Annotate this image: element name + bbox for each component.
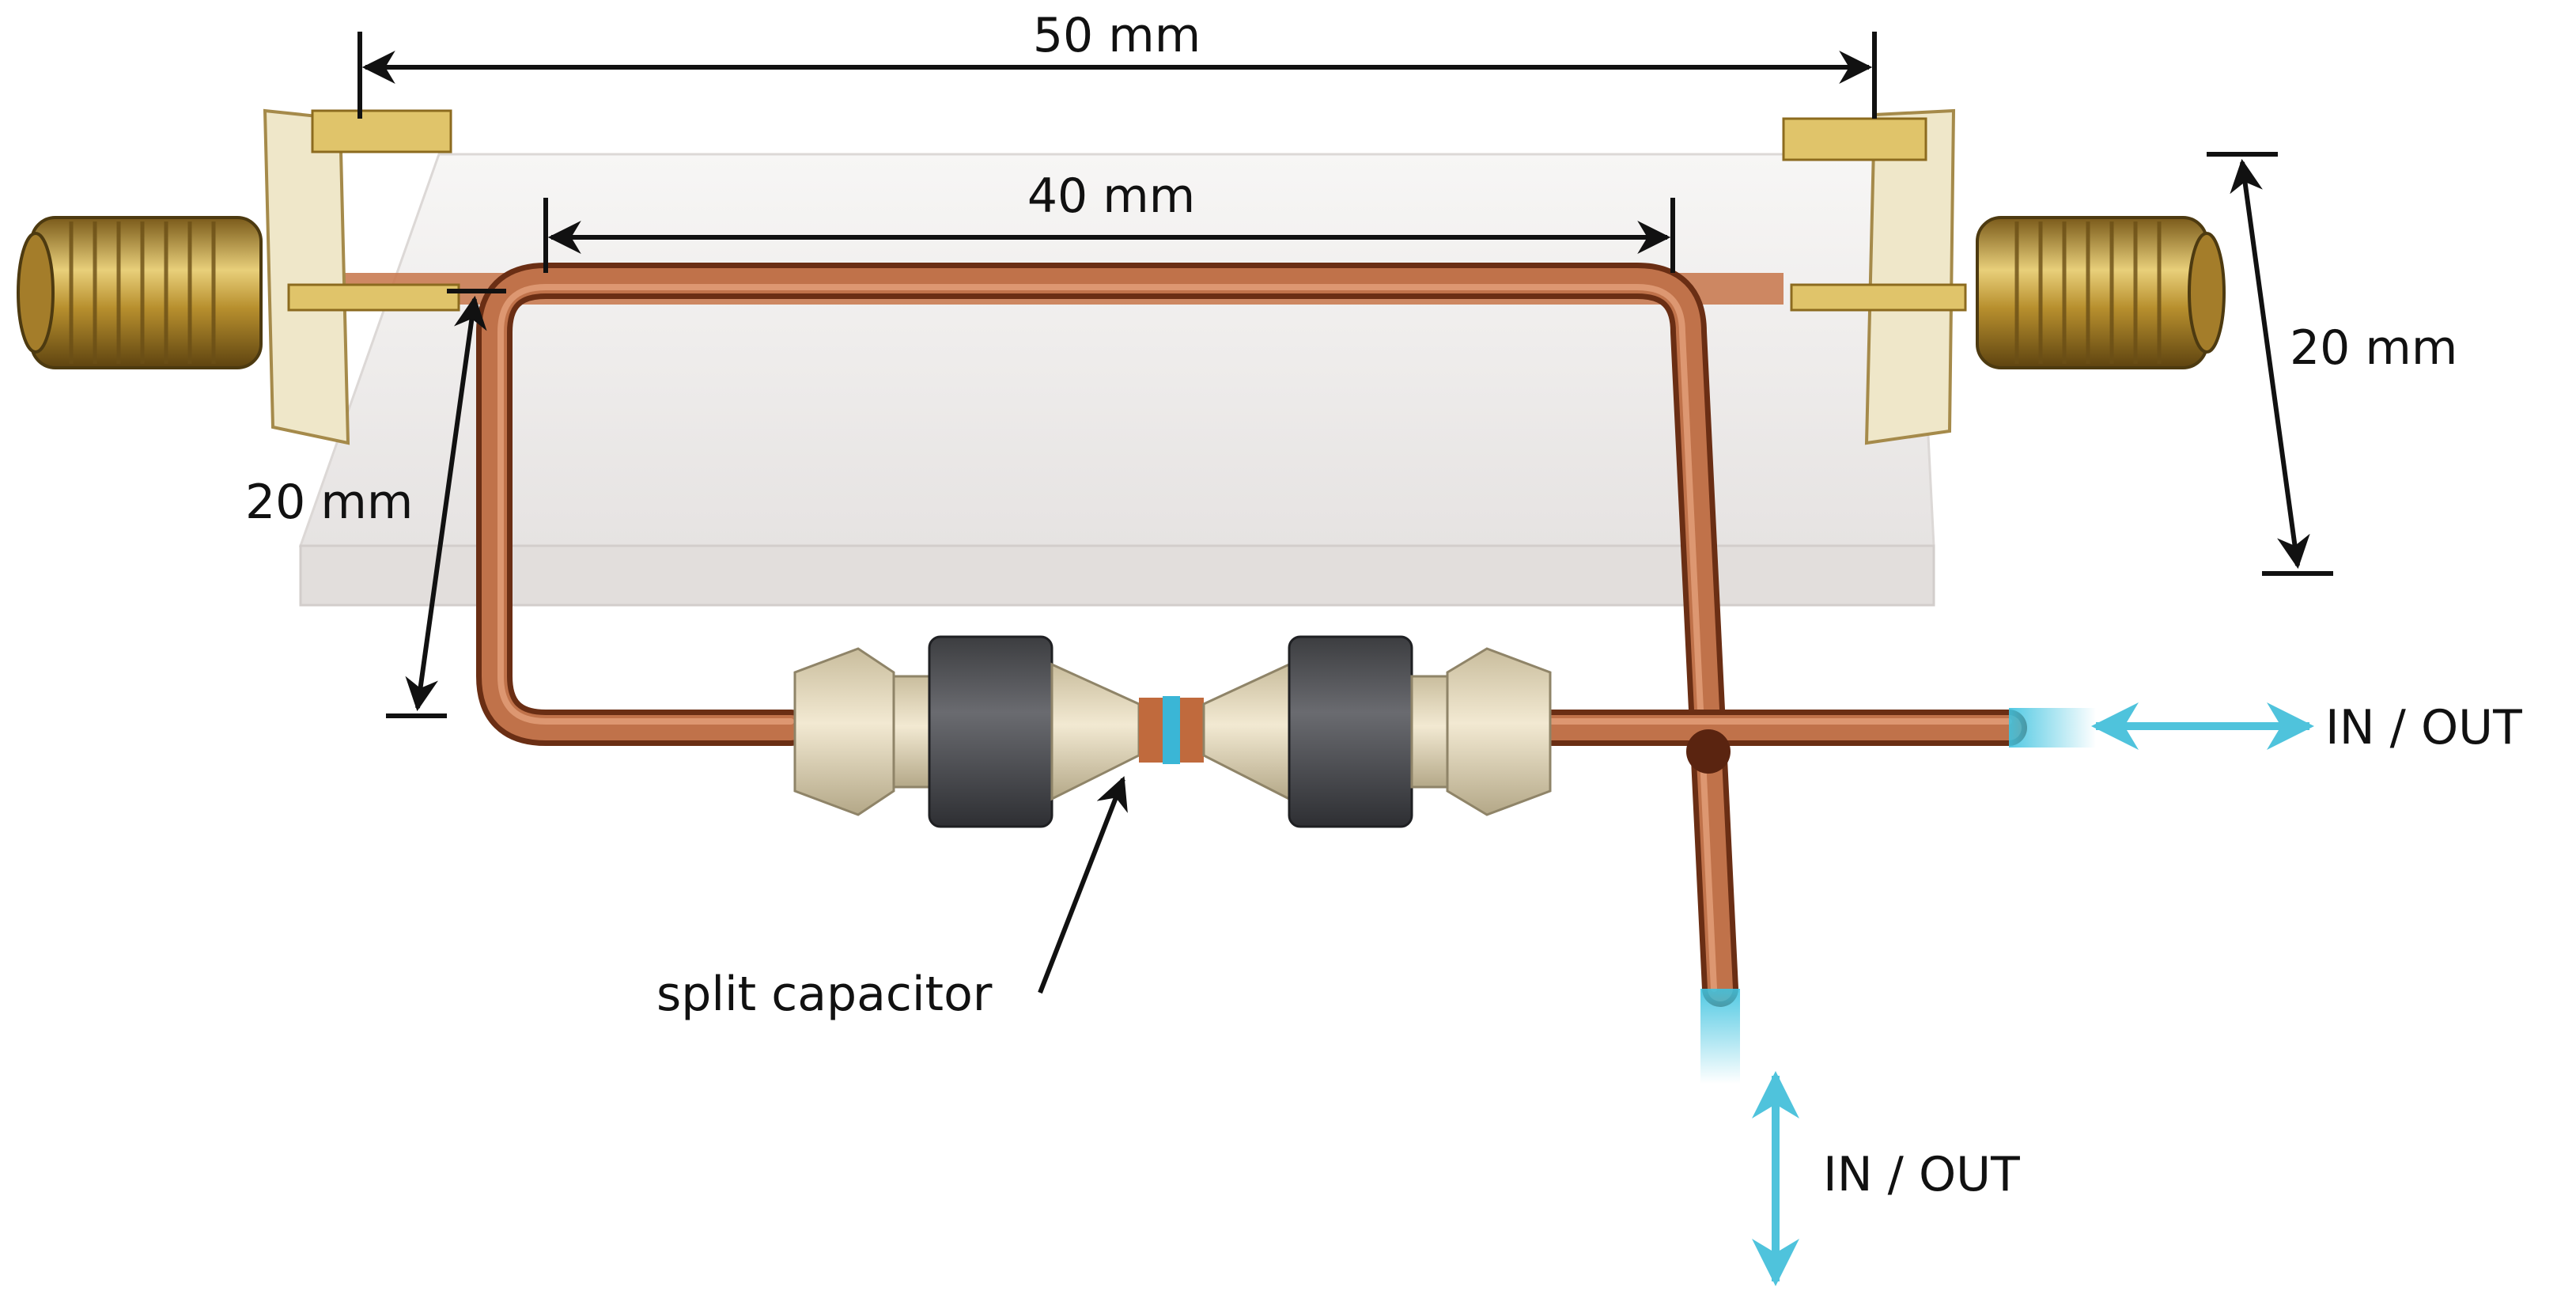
capacitor-gap: [1163, 696, 1180, 764]
bottom-outlet-glow: [1700, 989, 1740, 1084]
right-sma-connector: [1782, 108, 2226, 445]
label-40mm: 40 mm: [1027, 168, 1195, 224]
dimension-40mm: [543, 198, 1675, 273]
label-io-bottom: IN / OUT: [1823, 1147, 2020, 1202]
label-20mm-right: 20 mm: [2290, 320, 2457, 376]
label-20mm-left: 20 mm: [245, 475, 413, 530]
dimension-20mm-right: [2207, 152, 2333, 576]
left-sma-connector: [17, 108, 460, 445]
dimension-20mm-left: [386, 289, 506, 718]
copper-loop-tube: [476, 263, 2027, 1007]
label-io-right: IN / OUT: [2325, 700, 2522, 755]
label-50mm: 50 mm: [1033, 8, 1201, 63]
capacitor-fitting-assembly: [793, 635, 1552, 828]
dimension-50mm: [357, 32, 1877, 119]
split-capacitor-pointer: [1038, 776, 1128, 994]
label-split-capacitor: split capacitor: [656, 967, 993, 1022]
right-outlet-glow: [2009, 708, 2096, 748]
